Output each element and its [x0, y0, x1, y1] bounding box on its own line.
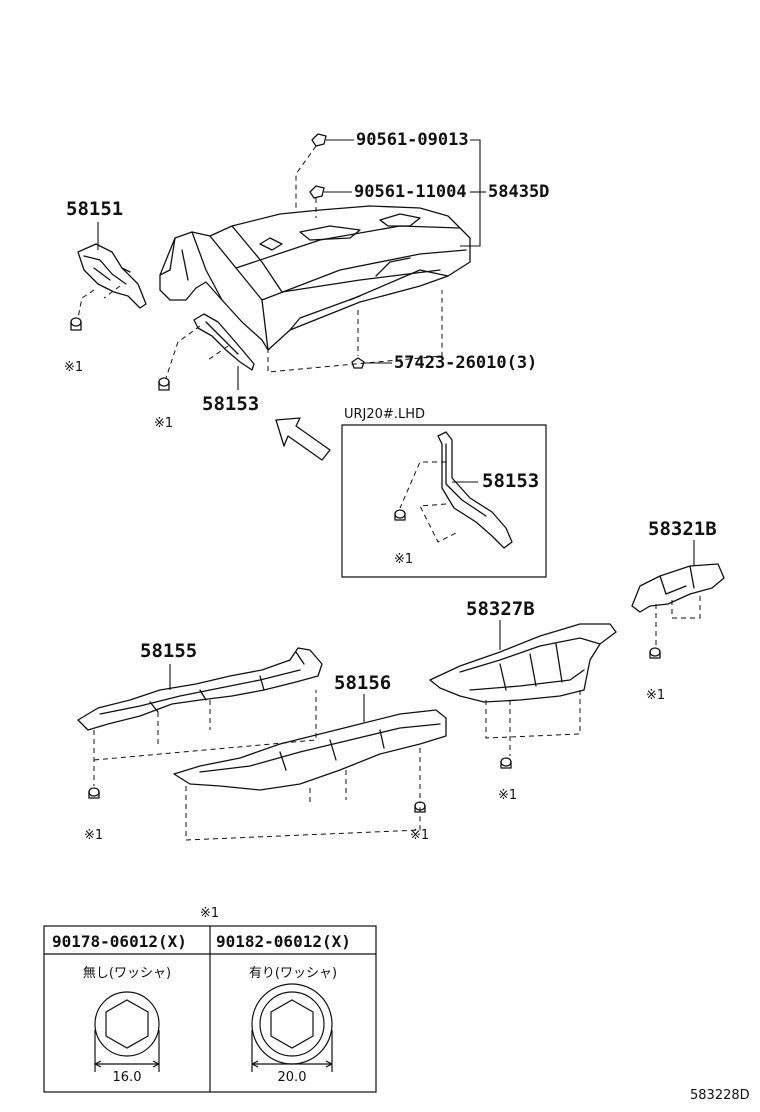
- nut-58155: [88, 787, 100, 799]
- note-mark-58153-lhd: ※1: [394, 552, 414, 567]
- label-57423-26010: 57423-26010(3): [394, 353, 538, 373]
- nut-58153: [158, 377, 170, 391]
- insulator-58156: [173, 709, 447, 791]
- legend-col1-dim: 16.0: [112, 1070, 142, 1085]
- label-90561-11004: 90561-11004: [354, 182, 467, 202]
- label-58153-lhd: 58153: [482, 470, 540, 492]
- label-58435D: 58435D: [488, 182, 550, 202]
- insulator-58155: [77, 647, 323, 731]
- legend-col1-part: 90178-06012(X): [52, 932, 187, 951]
- legend-col2-part: 90182-06012(X): [216, 932, 351, 951]
- nut-58327B: [500, 757, 512, 769]
- legend-col1-desc: 無し(ワッシャ): [82, 966, 172, 981]
- legend-col2-dim: 20.0: [277, 1070, 307, 1085]
- label-58321B: 58321B: [648, 518, 717, 540]
- label-58153: 58153: [202, 393, 260, 415]
- insulator-58327B: [429, 623, 617, 703]
- nut-58153-lhd: [394, 509, 406, 521]
- insulator-58321B: [631, 563, 725, 613]
- nut-without-washer-icon: [94, 991, 160, 1072]
- note-mark-58151: ※1: [64, 360, 84, 375]
- note-mark-58155: ※1: [84, 828, 104, 843]
- note-mark-58321B: ※1: [646, 688, 666, 703]
- insulator-58151: [77, 243, 147, 309]
- inset-frame: [341, 424, 547, 578]
- label-90561-09013: 90561-09013: [356, 130, 469, 150]
- note-mark-58153: ※1: [154, 416, 174, 431]
- insulator-58153: [193, 313, 255, 371]
- label-58327B: 58327B: [466, 598, 535, 620]
- insulator-58153-lhd: [437, 431, 513, 549]
- clip-90561-11004: [309, 185, 325, 199]
- diagram-id: 583228D: [690, 1088, 750, 1103]
- clip-57423: [351, 357, 365, 369]
- nut-58151: [70, 317, 82, 331]
- nut-with-washer-icon: [251, 983, 333, 1072]
- label-58155: 58155: [140, 640, 198, 662]
- note-mark-58156: ※1: [410, 828, 430, 843]
- heat-insulator-58435D: [159, 205, 471, 351]
- nut-58321B: [649, 647, 661, 659]
- label-58151: 58151: [66, 198, 124, 220]
- legend-mark: ※1: [200, 906, 220, 921]
- label-58156: 58156: [334, 672, 392, 694]
- direction-arrow: [275, 417, 331, 461]
- inset-title: URJ20#.LHD: [344, 407, 425, 422]
- clip-90561-09013: [311, 133, 327, 147]
- legend-col2-desc: 有り(ワッシャ): [248, 966, 338, 981]
- note-mark-58327B: ※1: [498, 788, 518, 803]
